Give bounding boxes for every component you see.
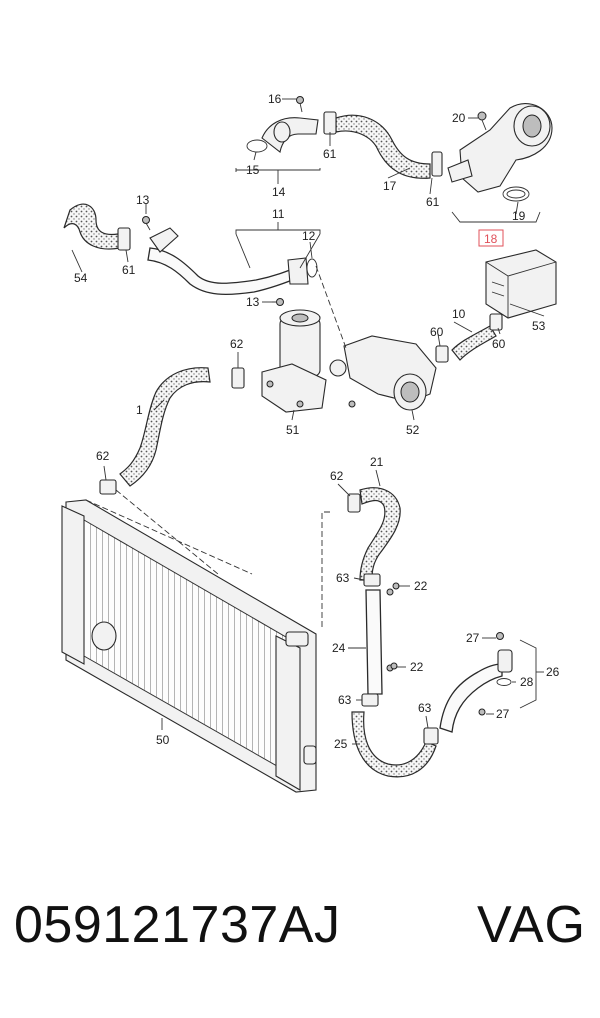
bolt-27-top [496, 632, 504, 640]
o-ring-15 [246, 139, 268, 153]
oil-filter-housing-51 [261, 309, 327, 413]
hose-clamp-61-right [431, 151, 443, 177]
callout-52: 52 [406, 423, 420, 437]
thermostat-housing-18 [447, 103, 553, 193]
radiator-50 [61, 499, 317, 793]
o-ring-12 [306, 258, 318, 278]
bolt-20 [477, 111, 487, 131]
hose-10 [451, 325, 497, 361]
callout-25: 25 [334, 737, 348, 751]
callout-61-top: 61 [323, 147, 337, 161]
callout-1: 1 [136, 403, 143, 417]
hose-clamp-62-right [347, 493, 361, 513]
callout-18: 18 [484, 232, 498, 246]
callout-11: 11 [272, 207, 285, 221]
callout-15: 15 [246, 163, 260, 177]
hose-21 [359, 487, 401, 581]
callout-63-top: 63 [336, 571, 350, 585]
callout-50: 50 [156, 733, 170, 747]
hose-clamp-61-left [117, 227, 131, 251]
callout-13-top: 13 [136, 193, 150, 207]
coolant-pipe-26 [439, 649, 513, 733]
callout-10: 10 [452, 307, 466, 321]
callout-53: 53 [532, 319, 546, 333]
callout-20: 20 [452, 111, 466, 125]
hose-clamp-63-mid [361, 693, 379, 707]
footer: 059121737AJ VAG [0, 895, 600, 985]
callout-62-upper: 62 [230, 337, 244, 351]
coolant-pipe-14 [261, 96, 319, 153]
callout-60-right: 60 [492, 337, 506, 351]
callout-28: 28 [520, 675, 534, 689]
seal-28 [496, 678, 512, 686]
coolant-pipe-24 [365, 588, 394, 695]
hose-1 [119, 367, 211, 487]
hose-clamp-60-left [435, 345, 449, 363]
callout-14: 14 [272, 185, 286, 199]
callout-16: 16 [268, 92, 282, 106]
bolt-13-top [142, 216, 151, 231]
callout-19: 19 [512, 209, 526, 223]
hose-25 [351, 711, 437, 778]
hose-clamp-63-top [363, 573, 381, 587]
hose-clamp-62-left [99, 479, 117, 495]
callout-63-mid: 63 [338, 693, 352, 707]
callout-62-right: 62 [330, 469, 344, 483]
coolant-pump-52 [329, 335, 437, 411]
callout-26: 26 [546, 665, 560, 679]
callout-21: 21 [370, 455, 384, 469]
callout-labels: 16 15 14 61 17 61 20 19 18 13 11 12 61 5… [74, 92, 560, 751]
assembly-lines [85, 265, 347, 630]
brand-label: VAG [477, 896, 586, 954]
leader-lines [71, 98, 545, 745]
callout-63-right: 63 [418, 701, 432, 715]
callout-54: 54 [74, 271, 88, 285]
oil-cooler-53 [485, 249, 557, 319]
callout-13-bottom: 13 [246, 295, 260, 309]
callout-62-left: 62 [96, 449, 110, 463]
coolant-system-exploded-diagram: 16 15 14 61 17 61 20 19 18 13 11 12 61 5… [61, 92, 560, 793]
hose-clamp-63-right [423, 727, 439, 745]
coolant-pipe-11 [147, 227, 309, 296]
callout-60-left: 60 [430, 325, 444, 339]
part-number: 059121737AJ [14, 896, 341, 954]
callout-27-bottom: 27 [496, 707, 510, 721]
callout-17: 17 [383, 179, 397, 193]
callout-22-bottom: 22 [410, 660, 424, 674]
hose-clamp-60-right [489, 313, 503, 331]
seal-19 [502, 186, 530, 202]
hose-clamp-61-top [323, 111, 337, 135]
callout-61-left: 61 [122, 263, 136, 277]
callout-61-right: 61 [426, 195, 440, 209]
callout-12: 12 [302, 229, 316, 243]
bolt-22-bottom [390, 662, 398, 670]
hose-17 [335, 114, 431, 179]
callout-51: 51 [286, 423, 300, 437]
callout-24: 24 [332, 641, 346, 655]
callout-27-top: 27 [466, 631, 480, 645]
callout-22-top: 22 [414, 579, 428, 593]
hose-54 [63, 203, 121, 250]
hose-clamp-62-upper [231, 367, 245, 389]
callout-18-highlight-box [478, 229, 504, 247]
